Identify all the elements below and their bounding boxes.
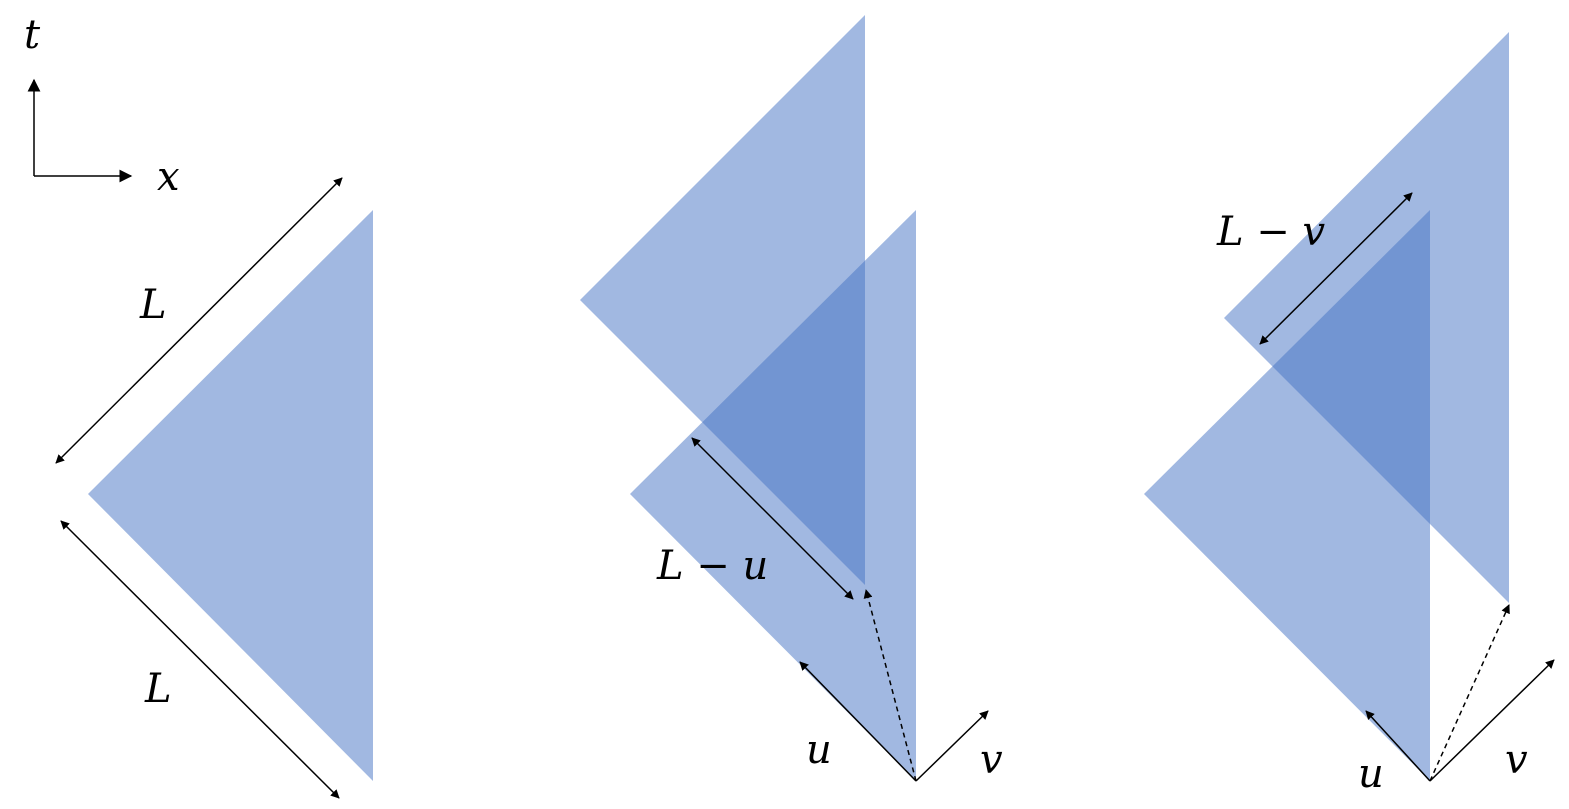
v-label: v (1505, 737, 1528, 783)
shortened-length-arrow (691, 437, 854, 600)
shortened-length-arrow (1259, 192, 1413, 345)
left-panel: L L (55, 177, 373, 799)
shortened-length-label: L − u (656, 543, 768, 589)
u-direction-arrow (799, 661, 917, 782)
displacement-dashed-arrow (863, 589, 917, 782)
v-label: v (980, 737, 1003, 783)
shortened-length-label: L − v (1216, 209, 1326, 255)
x-axis-label: x (157, 154, 180, 200)
lower-length-label: L (144, 666, 172, 712)
middle-panel: L − u u v (580, 15, 1003, 783)
v-direction-arrow (1429, 659, 1555, 782)
lower-original-triangle (1144, 210, 1430, 781)
right-panel: L − v u v (1144, 32, 1555, 797)
causal-region-triangle (88, 210, 373, 781)
u-label: u (1358, 751, 1384, 797)
v-direction-arrow (915, 710, 989, 782)
displacement-dashed-arrow (1429, 604, 1510, 782)
upper-length-label: L (139, 282, 167, 328)
lower-length-arrow (60, 520, 340, 799)
u-direction-arrow (1365, 710, 1431, 782)
axes-indicator: t x (24, 12, 180, 200)
u-label: u (806, 727, 832, 773)
t-axis-label: t (24, 12, 41, 58)
upper-length-arrow (55, 177, 343, 464)
